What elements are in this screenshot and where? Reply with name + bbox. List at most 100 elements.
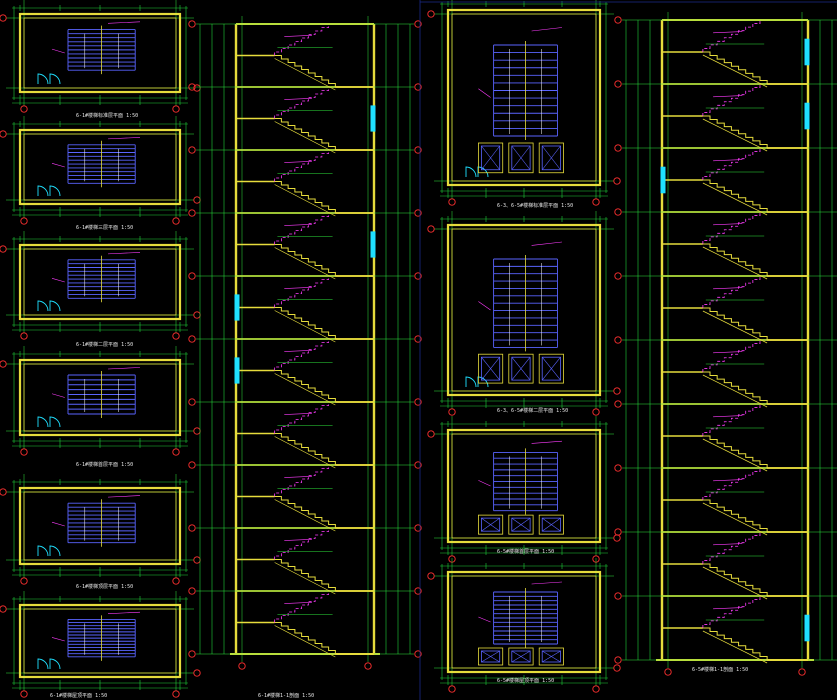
axis-bubble — [0, 605, 7, 613]
stair-flight-beyond — [274, 149, 336, 182]
annotation-leader — [713, 31, 743, 34]
plan-caption-right-3: 6-5#楼梯首层平面 1:50 — [497, 548, 554, 555]
level-marker — [414, 398, 422, 406]
level-marker — [614, 208, 622, 216]
stair-flight — [274, 370, 336, 402]
stair-soffit — [274, 310, 336, 343]
window — [234, 357, 240, 384]
stair-soffit — [274, 58, 336, 91]
stair-flight-beyond — [702, 531, 768, 564]
annotation-leader — [107, 21, 141, 24]
stair-wall — [18, 486, 182, 566]
stair-flight — [702, 243, 768, 276]
annotation-leader — [51, 521, 65, 527]
axis-bubble — [798, 668, 806, 676]
level-marker — [188, 209, 196, 217]
elevator-shaft — [477, 142, 504, 174]
plan-caption-left-1: 6-1#楼梯标准层平面 1:50 — [76, 112, 138, 119]
plan-caption-right-1: 6-3、6-5#楼梯标准层平面 1:50 — [497, 202, 573, 209]
axis-bubble — [0, 14, 7, 22]
annotation-leader — [478, 480, 491, 487]
axis-bubble — [613, 177, 621, 185]
annotation-leader — [107, 611, 141, 614]
level-marker — [188, 524, 196, 532]
level-marker — [614, 144, 622, 152]
stair-flight-beyond — [702, 83, 768, 116]
annotation-leader — [531, 241, 563, 246]
annotation-leader — [284, 350, 312, 352]
window — [660, 166, 666, 194]
door-swing — [37, 416, 49, 428]
level-marker — [188, 83, 196, 91]
level-marker — [614, 336, 622, 344]
elevator-car — [541, 356, 561, 381]
annotation-leader — [478, 616, 491, 623]
annotation-leader — [51, 637, 65, 642]
axis-bubble — [20, 448, 28, 456]
annotation-leader — [531, 581, 563, 585]
caption-layer: 6-1#楼梯标准层平面 1:50 6-1#楼梯三层平面 1:50 6-1#楼梯二… — [50, 112, 748, 699]
door-swing — [465, 166, 477, 178]
annotation-leader — [713, 479, 743, 482]
elevator-car-cross — [541, 145, 561, 170]
axis-bubble — [664, 668, 672, 676]
door-swing — [49, 73, 61, 85]
stair-soffit — [702, 310, 768, 344]
door-swing — [49, 658, 61, 670]
annotation-leader — [284, 539, 312, 541]
annotation-leader — [284, 287, 312, 289]
elevator-shaft — [477, 647, 504, 666]
elevator-shaft — [508, 647, 534, 666]
level-marker — [188, 461, 196, 469]
elevator-shaft — [508, 353, 534, 384]
stair-flight-beyond — [274, 212, 336, 245]
stair-soffit — [274, 562, 336, 595]
annotation-leader — [713, 287, 743, 290]
stair-soffit — [274, 625, 336, 658]
stair-flight-beyond — [702, 595, 768, 628]
stair-wall-inner — [23, 608, 177, 674]
annotation-leader — [531, 27, 563, 32]
plan-caption-left-2: 6-1#楼梯三层平面 1:50 — [76, 224, 133, 231]
annotation-leader — [531, 440, 563, 444]
elevator-car-cross — [511, 650, 531, 663]
elevator-car — [480, 517, 501, 532]
window — [804, 102, 810, 130]
annotation-leader — [284, 35, 312, 37]
stair-soffit — [702, 438, 768, 472]
stair-flight-beyond — [274, 401, 336, 434]
stair-wall — [446, 8, 602, 187]
stair-wall — [446, 570, 602, 674]
elevator-car — [480, 145, 501, 171]
stair-flight — [274, 118, 336, 150]
axis-bubble — [427, 10, 435, 18]
stair-flight — [702, 563, 768, 596]
level-marker — [414, 461, 422, 469]
annotation-leader — [107, 252, 141, 255]
axis-bubble — [172, 577, 180, 585]
door-swing — [37, 658, 49, 670]
stair-soffit — [702, 54, 768, 88]
stair-flight-beyond — [702, 467, 768, 500]
door-swing — [37, 300, 49, 312]
stair-flight-beyond — [274, 590, 336, 623]
stair-wall — [446, 428, 602, 544]
annotation-leader — [51, 163, 65, 168]
stair-flight — [702, 307, 768, 340]
plan-caption-left-5: 6-1#楼梯顶层平面 1:50 — [76, 583, 133, 590]
elevator-car — [511, 517, 531, 532]
elevator-car-cross — [511, 517, 531, 532]
section-caption-left: 6-1#楼梯1-1剖面 1:50 — [258, 692, 314, 699]
level-marker — [188, 650, 196, 658]
stair-wall — [18, 603, 182, 679]
level-marker — [414, 83, 422, 91]
window — [370, 105, 376, 132]
plan-caption-left-3: 6-1#楼梯二层平面 1:50 — [76, 341, 133, 348]
elevator-car — [480, 650, 501, 663]
stair-flight-beyond — [274, 464, 336, 497]
stair-flight — [274, 307, 336, 339]
annotation-leader — [284, 476, 312, 478]
axis-bubble — [0, 488, 7, 496]
